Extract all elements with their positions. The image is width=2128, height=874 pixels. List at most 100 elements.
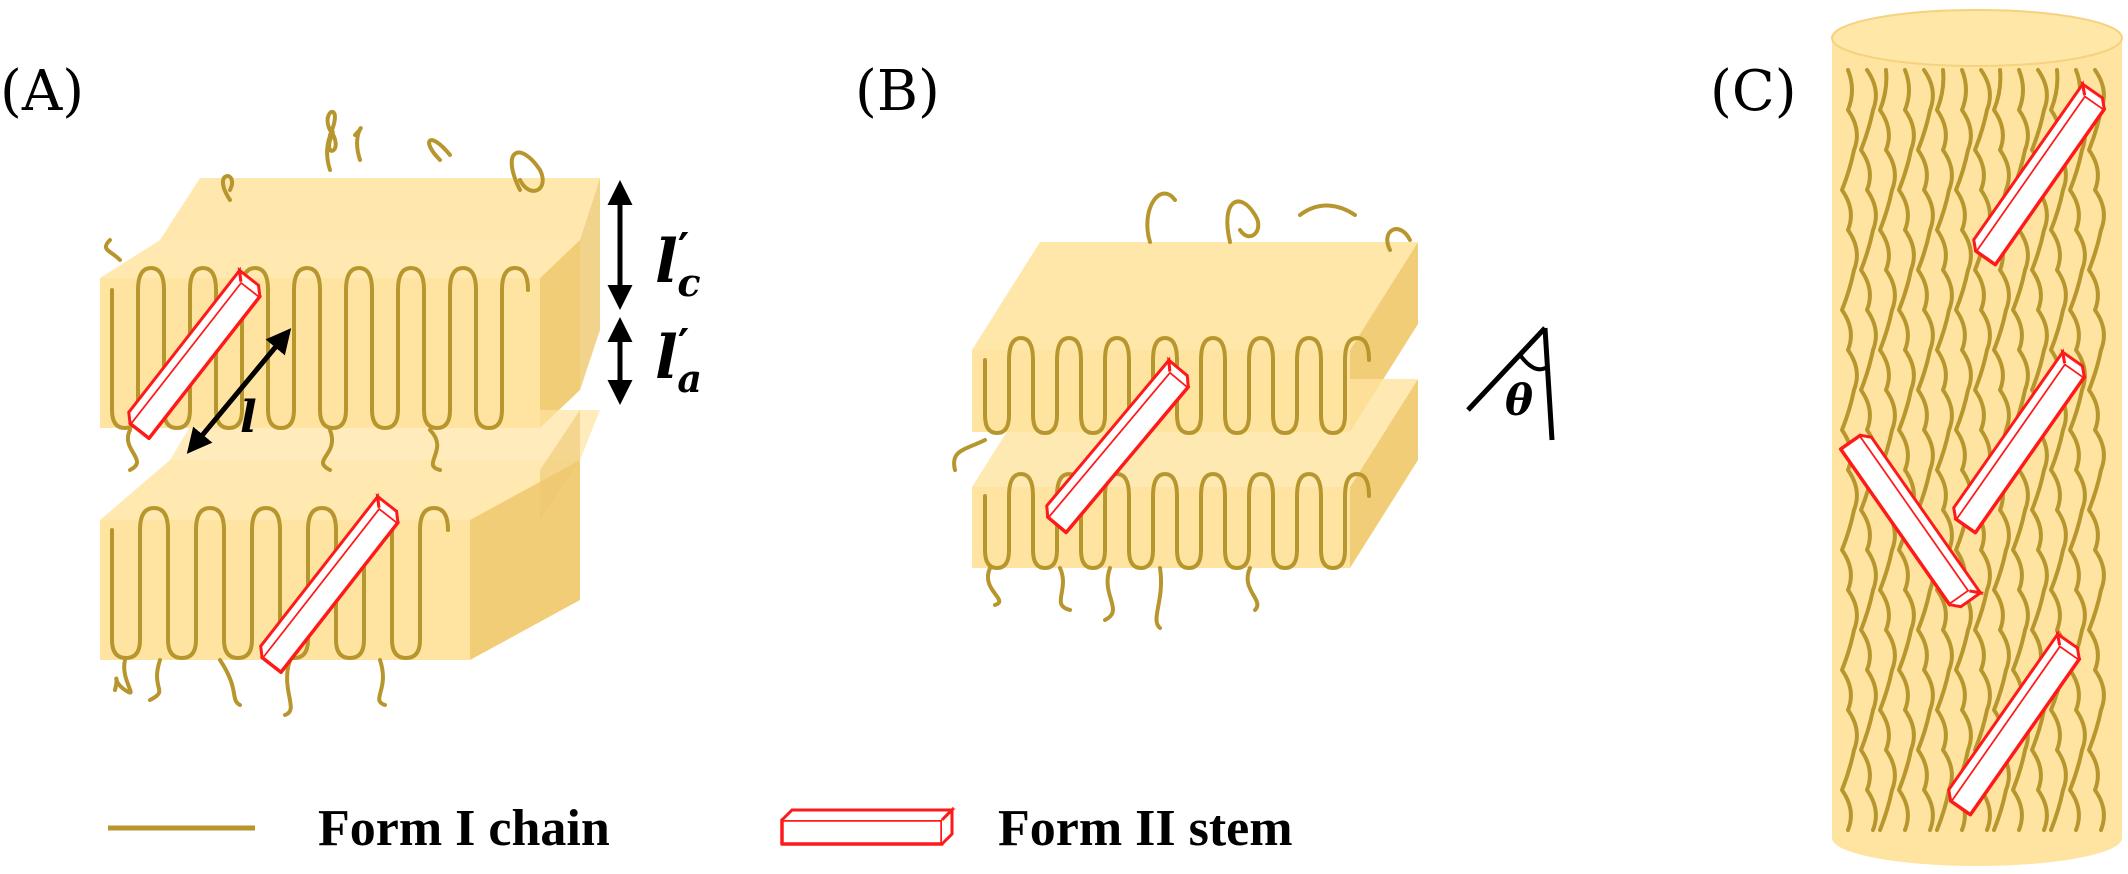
chain-fold xyxy=(1007,336,1035,362)
lamella-side-face xyxy=(470,460,580,660)
chain-fold xyxy=(474,288,504,430)
lamella-side-face xyxy=(540,240,580,428)
chain-fold xyxy=(1916,68,1935,832)
loose-chain xyxy=(353,126,363,162)
chain-fold xyxy=(1199,472,1227,498)
chain-fold xyxy=(166,528,198,660)
chain-fold xyxy=(1247,472,1275,498)
chain-fold xyxy=(396,266,426,292)
chain-fold xyxy=(188,266,218,292)
loose-chain xyxy=(283,658,293,717)
chain-fold xyxy=(1271,358,1299,435)
chain-fold xyxy=(390,528,422,660)
chain-fold xyxy=(344,266,374,292)
chain-fold xyxy=(1343,472,1371,498)
loose-chain xyxy=(509,150,545,193)
chain-fold xyxy=(1199,336,1227,362)
lamella-top-face xyxy=(170,410,600,460)
chain-fold xyxy=(306,506,338,532)
loose-chain xyxy=(1103,566,1115,622)
chain-fold xyxy=(318,288,348,430)
panel-c-label: (C) xyxy=(1710,59,1797,124)
chain-fold xyxy=(1223,494,1251,570)
l-label: l xyxy=(240,392,257,443)
chain-fold xyxy=(1175,358,1203,435)
chain-fold xyxy=(292,266,322,292)
loose-chain xyxy=(1245,566,1260,612)
panel-c: (C) xyxy=(1710,9,2123,866)
lamella-side-face xyxy=(540,410,580,520)
lamella-side-face xyxy=(580,178,600,390)
loose-chain xyxy=(952,438,987,472)
chain-fold xyxy=(1103,336,1131,362)
loose-chain xyxy=(103,238,122,262)
panel-c-form2-stem xyxy=(1838,433,1985,609)
chain-fold xyxy=(2049,68,2068,832)
legend-stem-swatch xyxy=(780,806,956,846)
chain-fold xyxy=(1319,358,1347,435)
loose-chain xyxy=(377,658,387,707)
chain-fold xyxy=(1127,494,1155,570)
chain-fold xyxy=(1295,472,1323,498)
loose-chain xyxy=(325,109,338,172)
chain-fold xyxy=(1878,68,1897,832)
loose-chain xyxy=(427,138,452,162)
loose-chain xyxy=(126,428,139,472)
lamella-top-face xyxy=(972,242,1418,350)
panel-c-form2-stem xyxy=(1952,348,2087,535)
chain-fold xyxy=(1007,472,1035,498)
lamella-side-face xyxy=(1350,379,1418,568)
panel-a-loose-chains xyxy=(103,109,545,717)
chain-fold xyxy=(334,528,366,660)
loose-chain xyxy=(1225,199,1261,244)
chain-fold xyxy=(1319,494,1347,570)
panel-a-form2-stem xyxy=(259,492,400,674)
l-arrow xyxy=(186,328,292,454)
panel-c-form2-stem xyxy=(1972,80,2107,267)
chain-fold xyxy=(1151,336,1179,362)
theta-angle: θ xyxy=(1466,326,1555,441)
panel-b-bottom-chains xyxy=(983,472,1371,570)
loose-chain xyxy=(986,566,1002,607)
panel-b: (B) xyxy=(855,59,1555,630)
panel-a-label: (A) xyxy=(0,59,84,124)
chain-fold xyxy=(1271,494,1299,570)
panel-b-loose-chains xyxy=(952,191,1412,630)
chain-fold xyxy=(1973,68,1992,832)
loose-chain xyxy=(113,658,133,695)
chain-fold xyxy=(983,494,1011,570)
loose-chain xyxy=(1298,203,1357,217)
chain-fold xyxy=(1223,358,1251,435)
panel-a-bottom-chains xyxy=(110,506,450,660)
lamella-front-face xyxy=(972,487,1350,568)
panel-b-label: (B) xyxy=(855,59,940,124)
cylinder-bottom xyxy=(1832,810,2122,866)
chain-fold xyxy=(1055,336,1083,362)
theta-label: θ xyxy=(1505,376,1533,425)
legend-stem-label: Form II stem xyxy=(998,800,1293,857)
legend: Form I chain Form II stem xyxy=(108,800,1293,857)
panel-c-form2-stem xyxy=(1947,630,2082,817)
chain-fold xyxy=(1954,68,1973,832)
panel-b-form2-stem xyxy=(1045,356,1191,535)
chain-fold xyxy=(1079,358,1107,435)
loose-chain xyxy=(1385,227,1412,252)
chain-fold xyxy=(138,506,170,532)
panel-a: (A) xyxy=(0,59,702,717)
chain-fold xyxy=(1343,336,1371,362)
cylinder-top xyxy=(1831,9,2123,67)
chain-fold xyxy=(1175,494,1203,570)
chain-fold xyxy=(1151,472,1179,498)
chain-fold xyxy=(1079,494,1107,570)
chain-fold xyxy=(1031,358,1059,435)
loose-chain xyxy=(1154,566,1163,630)
chain-fold xyxy=(370,288,400,430)
chain-fold xyxy=(250,506,282,532)
chain-fold xyxy=(983,358,1011,435)
loose-chain xyxy=(1058,566,1072,612)
loose-chain xyxy=(1145,191,1177,244)
chain-fold xyxy=(422,288,452,430)
lamella-front-face xyxy=(100,520,470,660)
loose-chain xyxy=(221,174,234,202)
